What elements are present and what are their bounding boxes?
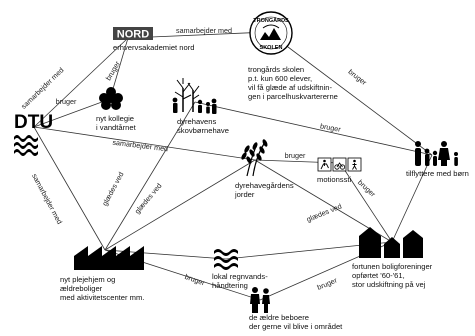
boligforeninger-label: fortunen boligforeninger opførtet '60-'6… bbox=[352, 262, 434, 289]
houses-icon bbox=[359, 227, 423, 258]
edge-label: bruger bbox=[184, 272, 207, 288]
svg-text:SKOLEN: SKOLEN bbox=[260, 45, 283, 51]
node-joerder: dyrehavegårdens jorder bbox=[234, 139, 296, 199]
dtu-logo-text: DTU bbox=[14, 112, 53, 133]
edge-label: glædes ved bbox=[305, 202, 343, 224]
nord-logo-icon: NORD bbox=[113, 27, 153, 41]
node-kollegie: nyt kollegie i vandtårnet bbox=[96, 87, 137, 132]
edge-label: bruger bbox=[56, 97, 77, 106]
water-waves-icon bbox=[214, 249, 238, 270]
joerder-label: dyrehavegårdens jorder bbox=[234, 181, 296, 199]
svg-text:TRONGÅRDS: TRONGÅRDS bbox=[253, 17, 289, 24]
node-plejehjem: nyt plejehjem og ældreboliger med aktivi… bbox=[60, 246, 144, 302]
skovboernehave-label: dyrehavens skovbørnehave bbox=[177, 117, 229, 135]
nord-logo-text: NORD bbox=[117, 29, 149, 41]
edge-tilflyttere-boligforeninger bbox=[391, 154, 433, 243]
edge-label: bruger bbox=[104, 59, 122, 82]
buildings-icon bbox=[74, 246, 144, 270]
tower-flower-icon bbox=[99, 87, 123, 110]
dtu-logo-icon: DTU bbox=[14, 112, 53, 156]
walking-cycling-icon bbox=[317, 157, 362, 172]
plejehjem-label: nyt plejehjem og ældreboliger med aktivi… bbox=[60, 275, 144, 302]
trongaard-label: trongårds skolen p.t. kun 600 elever, vi… bbox=[248, 65, 338, 101]
school-seal-icon: TRONGÅRDS SKOLEN bbox=[249, 11, 293, 55]
node-trongaard: TRONGÅRDS SKOLEN trongårds skolen p.t. k… bbox=[248, 11, 338, 101]
node-aeldre: de ældre beboere der gerne vil blive i o… bbox=[249, 287, 343, 331]
tilflyttere-label: tilflyttere med børn bbox=[406, 169, 469, 178]
edge-dtu-nord bbox=[33, 37, 129, 128]
edge-motionssti-boligforeninger bbox=[339, 162, 393, 243]
edge-label: bruger bbox=[347, 67, 369, 87]
node-nord: NORD erhvervsakademiet nord bbox=[113, 27, 194, 52]
edge-skovboernehave-tilflyttere bbox=[194, 101, 433, 156]
node-boligforeninger: fortunen boligforeninger opførtet '60-'6… bbox=[352, 227, 434, 289]
edge-label: glædes ved bbox=[133, 181, 164, 215]
edge-label: samarbejder med bbox=[176, 26, 232, 35]
edge-dtu-kollegie bbox=[33, 98, 111, 128]
family-icon bbox=[415, 141, 458, 166]
motionssti-label: motionssti bbox=[317, 175, 351, 184]
edge-label: samarbejder med bbox=[112, 138, 169, 154]
edge-plejehjem-skovboernehave bbox=[104, 101, 196, 251]
node-tilflyttere: tilflyttere med børn bbox=[406, 141, 469, 178]
edge-trongaard-tilflyttere bbox=[267, 31, 433, 156]
edge-label: bruger bbox=[319, 121, 342, 134]
trees-children-icon bbox=[172, 78, 217, 114]
node-motionssti: motionssti bbox=[317, 157, 362, 184]
node-regnvand: lokal regnvands- håndtering bbox=[212, 249, 270, 290]
regnvand-label: lokal regnvands- håndtering bbox=[212, 272, 270, 290]
kollegie-label: nyt kollegie i vandtårnet bbox=[96, 114, 137, 132]
edge-dtu-plejehjem bbox=[33, 126, 106, 251]
elderly-couple-icon bbox=[250, 287, 270, 313]
edge-label: bruger bbox=[285, 151, 306, 160]
edge-label: glædes ved bbox=[100, 170, 125, 207]
nord-label: erhvervsakademiet nord bbox=[113, 43, 194, 52]
edge-label: samarbejder med bbox=[30, 172, 64, 226]
wheat-icon bbox=[241, 139, 268, 177]
aeldre-label: de ældre beboere der gerne vil blive i o… bbox=[249, 313, 343, 331]
edge-label: bruger bbox=[356, 178, 378, 199]
edge-dtu-joerder bbox=[33, 126, 256, 161]
edge-plejehjem-joerder bbox=[104, 159, 256, 251]
node-dtu: DTU bbox=[14, 112, 53, 156]
node-skovboernehave: dyrehavens skovbørnehave bbox=[172, 78, 229, 135]
edge-label: bruger bbox=[316, 275, 339, 292]
